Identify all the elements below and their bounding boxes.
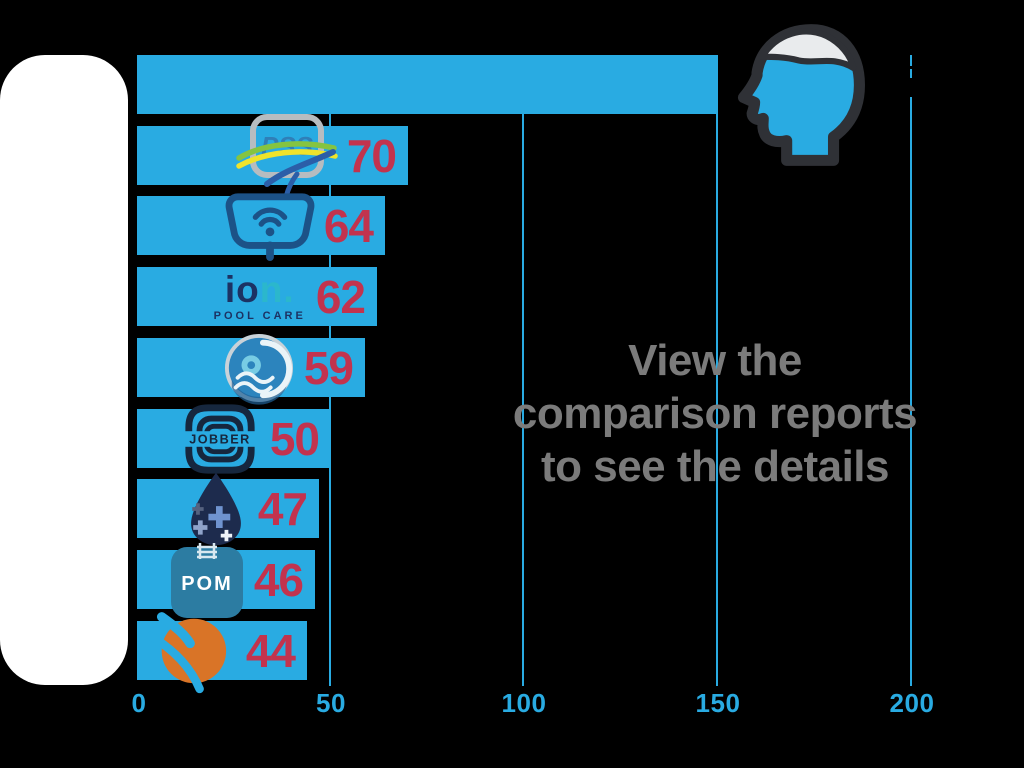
gridline-200-dash [910,69,912,78]
bar-skimmer: 64 [137,192,385,261]
bar-value-label: 64 [323,199,374,252]
gridline-100 [522,97,524,686]
bar-circle-wave: 59 [137,333,365,405]
bar-pss: PSS 70 [137,113,408,199]
pom-logo: POM [170,542,243,618]
water-drop-plus-logo [190,472,241,545]
pom-logo-text: POM [181,573,233,595]
bar-orange-sphere: 44 [137,611,307,693]
bar-value-label: 47 [257,482,308,535]
bar-pom: POM 46 [137,542,315,618]
ion-pool-care-logo: ion. POOL CARE [214,271,306,322]
pss-logo: PSS [236,113,338,199]
gridline-200-dash [910,55,912,66]
annotation-line: to see the details [540,442,890,491]
bar-value-label: 62 [315,270,366,323]
gridline-200 [910,97,912,686]
bar-jobber: JOBBER 50 [137,403,331,474]
axis-tick-150: 150 [695,688,741,718]
annotation-line: comparison reports [512,389,918,438]
axis-tick-200: 200 [889,688,935,718]
ion-logo-subtext: POOL CARE [213,310,306,322]
bar-value-label: 70 [346,129,397,182]
bar-value-label: 50 [269,412,320,465]
annotation-line: View the [628,336,802,385]
bar-top [137,55,718,114]
bar-ion-pool-care: ion. POOL CARE 62 [137,267,377,326]
annotation-text: View the comparison reports to see the d… [455,334,975,493]
bar-value-label: 59 [303,341,354,394]
bar-value-label: 44 [245,624,296,677]
axis-tick-50: 50 [316,688,346,718]
jobber-logo-text: JOBBER [189,432,251,446]
skimmer-net-wifi-logo [225,192,315,261]
orange-sphere-logo [145,611,226,693]
gridline-150 [716,97,718,686]
axis-tick-100: 100 [501,688,547,718]
axis-tick-0: 0 [131,688,147,718]
bar-water-drop: 47 [137,472,319,545]
jobber-logo: JOBBER [177,403,262,474]
ion-logo-text: ion. [224,269,295,310]
label-cover-panel [0,55,128,685]
circle-wave-logo [224,333,293,405]
head-profile-icon [737,24,865,166]
bar-value-label: 46 [253,553,304,606]
